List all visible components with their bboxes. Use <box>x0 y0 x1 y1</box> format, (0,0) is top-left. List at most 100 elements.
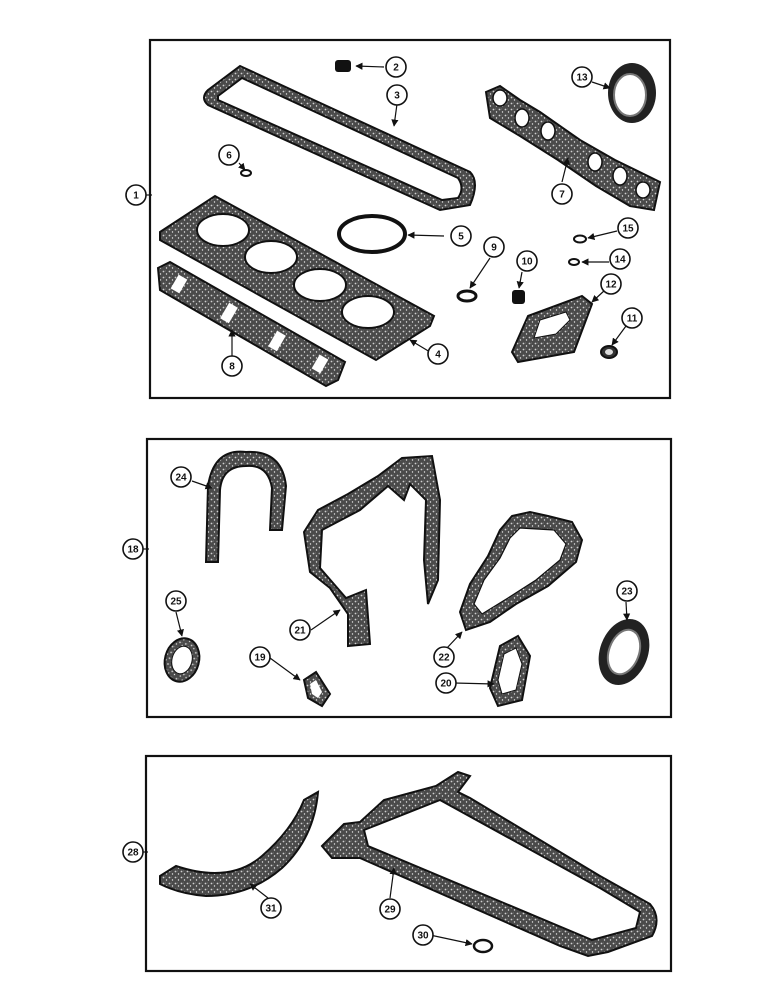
callout-label: 18 <box>127 545 139 556</box>
washer-9 <box>456 289 478 303</box>
panel-timing-cover-set <box>145 437 673 719</box>
exhaust-manifold-gasket <box>484 84 662 212</box>
callout-circle <box>125 184 147 206</box>
callout-label: 5 <box>458 232 464 243</box>
callout-circle <box>435 672 457 694</box>
intake-manifold-gasket <box>156 260 347 388</box>
oil-seal-13 <box>608 63 656 123</box>
callout-circle <box>551 183 573 205</box>
washer-14 <box>568 258 580 266</box>
valve-cover-gasket <box>203 64 476 212</box>
callout-circle <box>260 897 282 919</box>
grommet <box>335 60 351 72</box>
callout-label: 25 <box>170 597 182 608</box>
water-pump-gasket <box>458 510 584 632</box>
callout-label: 7 <box>559 190 565 201</box>
callout-label: 21 <box>294 626 306 637</box>
o-ring <box>337 214 407 254</box>
callout-15: 15 <box>617 217 639 239</box>
callout-circle <box>218 144 240 166</box>
callout-circle <box>450 225 472 247</box>
callout-22: 22 <box>433 646 455 668</box>
callout-21: 21 <box>289 619 311 641</box>
callout-label: 15 <box>622 224 634 235</box>
callout-circle <box>122 538 144 560</box>
callout-label: 24 <box>175 473 187 484</box>
callout-label: 20 <box>440 679 452 690</box>
callout-20: 20 <box>435 672 457 694</box>
callout-2: 2 <box>385 56 407 78</box>
callout-label: 13 <box>576 73 588 84</box>
callout-label: 9 <box>491 243 497 254</box>
callout-circle <box>433 646 455 668</box>
oil-seal-23 <box>598 619 650 685</box>
panel-18-frame <box>145 437 673 719</box>
callout-circle <box>249 646 271 668</box>
callout-circle <box>122 841 144 863</box>
callout-circle <box>483 236 505 258</box>
callout-24: 24 <box>170 466 192 488</box>
callout-label: 2 <box>393 63 399 74</box>
callout-label: 1 <box>133 191 139 202</box>
washer-15 <box>573 234 587 244</box>
callout-12: 12 <box>600 273 622 295</box>
callout-circle <box>621 307 643 329</box>
leader-lines <box>142 62 631 947</box>
curved-front-seal <box>159 790 320 898</box>
callout-circle <box>412 924 434 946</box>
callout-6: 6 <box>218 144 240 166</box>
panel-engine-top-set <box>148 38 672 400</box>
rear-seal-gasket <box>204 450 288 563</box>
callout-11: 11 <box>621 307 643 329</box>
callout-circle <box>616 580 638 602</box>
callout-circle <box>600 273 622 295</box>
small-o-ring-30 <box>472 938 494 954</box>
callout-label: 12 <box>605 280 617 291</box>
callout-1: 1 <box>125 184 147 206</box>
timing-cover-gasket <box>302 454 442 648</box>
callout-bubbles: 1234567891011121314151819202122232425282… <box>122 56 643 946</box>
callout-label: 8 <box>229 362 235 373</box>
gasket-20 <box>488 634 532 708</box>
callout-circle <box>221 355 243 377</box>
callout-3: 3 <box>386 84 408 106</box>
callout-8: 8 <box>221 355 243 377</box>
callout-28: 28 <box>122 841 144 863</box>
callout-label: 10 <box>521 257 533 268</box>
callout-9: 9 <box>483 236 505 258</box>
callout-circle <box>516 250 538 272</box>
panel-1-frame <box>148 38 672 400</box>
callout-label: 14 <box>614 255 626 266</box>
callout-30: 30 <box>412 924 434 946</box>
panel-28-frame <box>144 754 673 973</box>
oil-pan-gasket <box>320 770 658 958</box>
callout-circle <box>609 248 631 270</box>
small-seal-ring <box>240 169 252 177</box>
callout-circle <box>165 590 187 612</box>
callout-label: 3 <box>394 91 400 102</box>
plug-10 <box>512 290 525 304</box>
gasket-25 <box>163 637 201 683</box>
callout-label: 30 <box>417 931 429 942</box>
callout-13: 13 <box>571 66 593 88</box>
callout-circle <box>386 84 408 106</box>
callout-label: 23 <box>621 587 633 598</box>
callout-14: 14 <box>609 248 631 270</box>
thermostat-housing-gasket <box>510 294 594 364</box>
callout-circle <box>427 343 449 365</box>
callout-label: 29 <box>384 905 396 916</box>
callout-label: 4 <box>435 350 441 361</box>
callout-25: 25 <box>165 590 187 612</box>
callout-label: 28 <box>127 848 139 859</box>
callout-label: 11 <box>627 314 638 325</box>
callout-10: 10 <box>516 250 538 272</box>
callout-18: 18 <box>122 538 144 560</box>
callout-5: 5 <box>450 225 472 247</box>
callout-circle <box>571 66 593 88</box>
callout-23: 23 <box>616 580 638 602</box>
panel-oil-pan-set <box>144 754 673 973</box>
callout-label: 6 <box>226 151 232 162</box>
callout-circle <box>617 217 639 239</box>
callout-31: 31 <box>260 897 282 919</box>
